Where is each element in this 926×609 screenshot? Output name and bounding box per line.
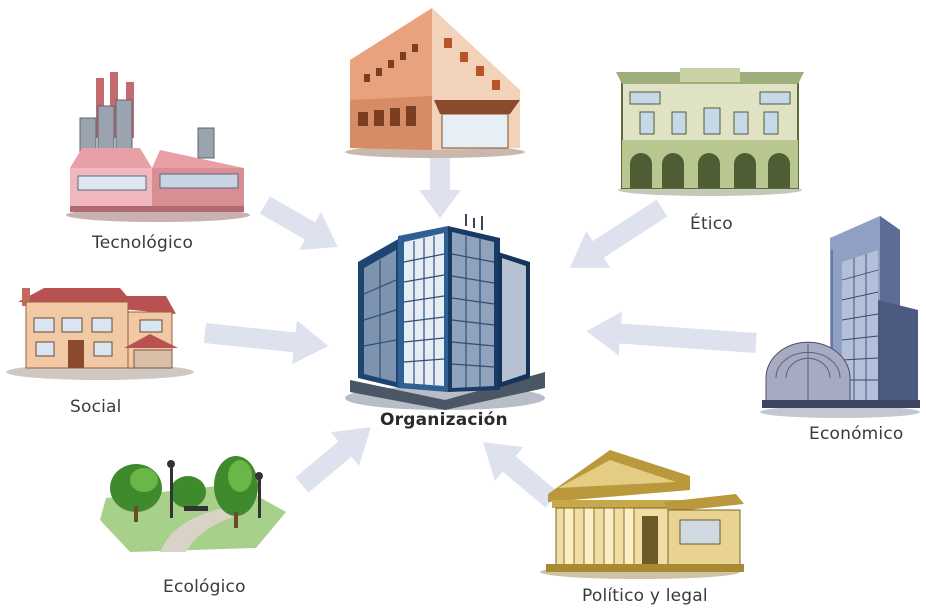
arrow-top	[419, 156, 461, 218]
glass-skyscraper-icon	[760, 216, 920, 418]
factory-icon	[66, 72, 250, 222]
arrow-economico	[586, 311, 757, 356]
commercial-building-icon	[345, 8, 525, 158]
arrows	[203, 156, 757, 508]
arrow-social	[203, 320, 329, 365]
arrow-etico	[569, 199, 668, 268]
colonial-building-icon	[616, 68, 804, 196]
park-icon	[100, 456, 286, 552]
label-organizacion: Organización	[380, 410, 508, 430]
label-economico: Económico	[809, 424, 904, 444]
arrow-ecologico	[295, 427, 371, 493]
arrow-politico	[483, 442, 559, 508]
label-social: Social	[70, 397, 122, 417]
courthouse-icon	[540, 450, 744, 579]
label-etico: Ético	[690, 214, 733, 234]
label-tecnologico: Tecnológico	[92, 233, 194, 253]
label-politico-y-legal: Político y legal	[582, 586, 708, 606]
office-tower-icon	[345, 214, 545, 410]
arrow-tecnologico	[260, 196, 338, 251]
label-ecologico: Ecológico	[163, 577, 246, 597]
house-icon	[6, 288, 194, 380]
